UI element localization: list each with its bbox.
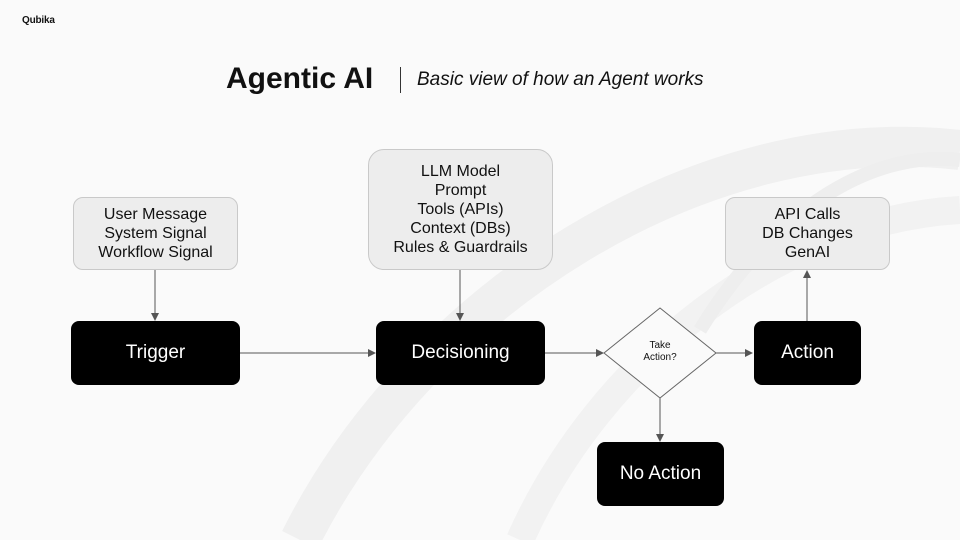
- model-line-rules: Rules & Guardrails: [393, 239, 528, 256]
- decision-label: Take Action?: [622, 340, 698, 364]
- output-genai: GenAI: [784, 244, 831, 261]
- action-node: Action: [754, 321, 861, 385]
- no-action-node: No Action: [597, 442, 724, 506]
- decisioning-node: Decisioning: [376, 321, 545, 385]
- trigger-input-workflow-signal: Workflow Signal: [98, 244, 213, 261]
- trigger-input-system-signal: System Signal: [104, 225, 207, 242]
- model-line-llm: LLM Model: [420, 163, 501, 180]
- model-line-prompt: Prompt: [434, 182, 487, 199]
- trigger-inputs-box: User Message System Signal Workflow Sign…: [73, 197, 238, 270]
- title-divider: [400, 67, 401, 93]
- decision-label-line-1: Take: [649, 340, 671, 351]
- decision-label-line-2: Action?: [643, 352, 677, 363]
- model-line-tools: Tools (APIs): [417, 201, 504, 218]
- trigger-node: Trigger: [71, 321, 240, 385]
- output-db-changes: DB Changes: [762, 225, 853, 242]
- page-title: Agentic AI: [226, 62, 374, 95]
- qubika-logo: Qubika: [22, 15, 55, 26]
- decisioning-inputs-box: LLM Model Prompt Tools (APIs) Context (D…: [368, 149, 553, 270]
- decision-diamond: [603, 307, 717, 399]
- trigger-input-user-message: User Message: [103, 206, 208, 223]
- output-api-calls: API Calls: [774, 206, 841, 223]
- model-line-context: Context (DBs): [410, 220, 511, 237]
- page-subtitle: Basic view of how an Agent works: [417, 69, 704, 90]
- action-outputs-box: API Calls DB Changes GenAI: [725, 197, 890, 270]
